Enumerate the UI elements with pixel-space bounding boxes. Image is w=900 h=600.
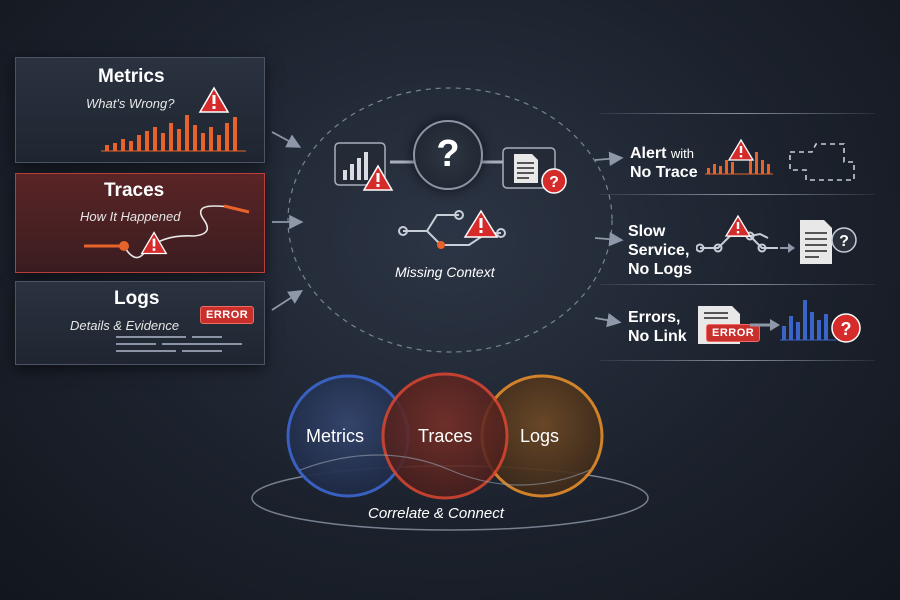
venn-label-metrics: Metrics [306,426,364,446]
arrow-icon [594,313,622,328]
arrow-icon [271,131,302,148]
traces-title: Traces [104,180,165,201]
metrics-subtitle: What's Wrong? [86,96,175,111]
venn-circle-traces [381,372,509,500]
bar-chart-icon [705,138,773,175]
scenario-alert-no-trace: Alert with No Trace [630,144,698,182]
arrow-icon [594,151,624,167]
logs-panel: Logs Details & Evidence ERROR [15,281,265,365]
traces-panel: Traces How It Happened [15,173,265,273]
scenario-slow-service: Slow Service, No Logs [628,222,692,279]
dashed-box-icon [789,143,855,181]
arrow-icon [750,319,780,331]
logs-title: Logs [114,288,160,309]
correlate-caption: Correlate & Connect [368,505,504,522]
traces-subtitle: How It Happened [80,209,181,224]
warning-icon [140,231,168,255]
scenario-divider [600,194,875,195]
missing-context-label: Missing Context [395,264,495,280]
scenario-line: No Link [628,328,687,345]
scenario-divider [600,284,875,285]
trace-path-icon [696,214,795,253]
question-icon: ? [413,120,483,190]
scenario-line: No Logs [628,261,692,278]
context-ellipse [287,87,613,353]
trace-path-icon [84,204,250,259]
error-badge: ERROR [200,306,255,324]
logs-subtitle: Details & Evidence [70,318,180,333]
svg-text:?: ? [839,233,849,250]
venn-diagram [251,372,649,531]
scenario-line: Errors, [628,309,681,326]
bar-chart-icon [334,142,394,191]
error-badge: ERROR [706,324,761,342]
scenario-line: Alert [630,145,667,162]
scenario-errors-no-link: Errors, No Link [628,308,687,346]
bar-chart-icon [101,115,246,152]
bar-chart-icon: ? [780,300,861,343]
scenario-line-small: with [670,146,695,161]
scenario-divider [600,360,875,361]
svg-text:?: ? [841,319,852,339]
metrics-panel: Metrics What's Wrong? [15,57,265,163]
scenario-divider [600,113,875,114]
svg-text:?: ? [549,174,559,191]
scenario-line: Service, [628,242,690,259]
scenario-line: Slow [628,223,666,240]
document-icon: ? [800,220,857,264]
arrow-icon [271,290,304,311]
warning-icon [198,86,230,113]
scenario-line: No Trace [630,164,698,181]
venn-label-logs: Logs [520,426,560,446]
document-icon: ? [502,147,567,194]
metrics-title: Metrics [98,66,165,87]
trace-path-icon [398,209,506,249]
log-lines-icon [116,336,242,352]
arrow-icon [594,231,624,247]
venn-label-traces: Traces [418,426,473,446]
